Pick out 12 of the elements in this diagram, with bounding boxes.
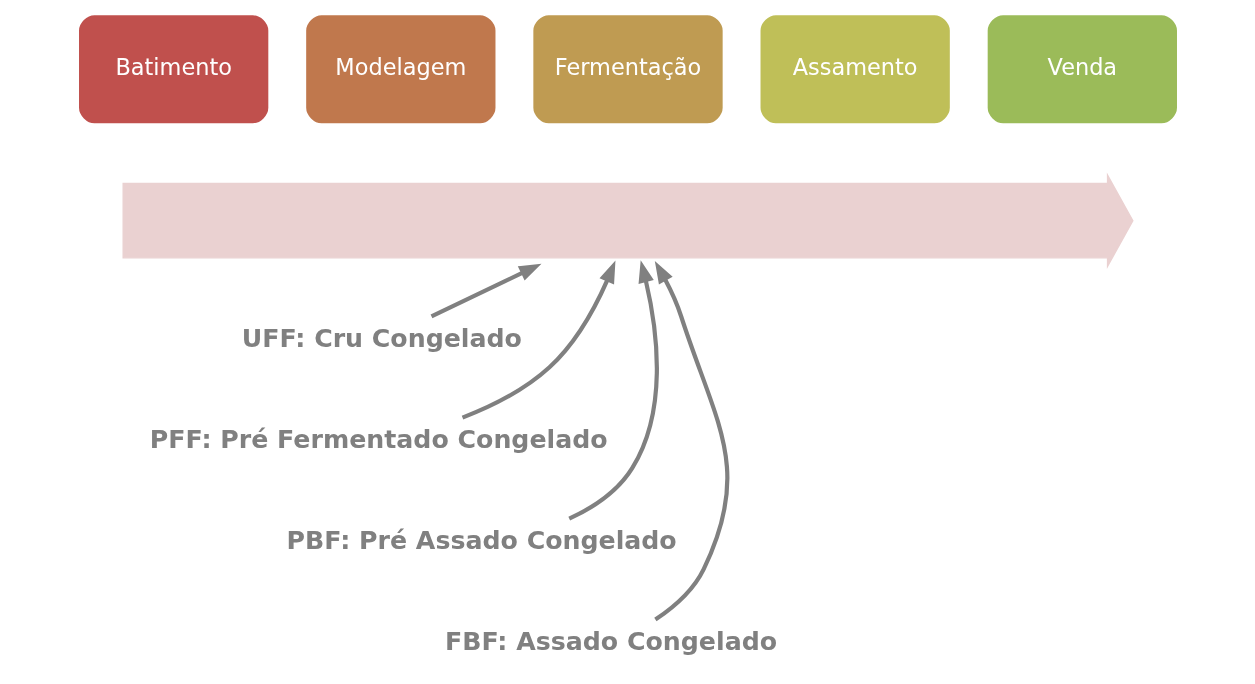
arrow xyxy=(430,263,541,319)
node-box: Assamento xyxy=(757,12,953,127)
arrow xyxy=(567,260,659,521)
node-text: UFF: Cru Congelado xyxy=(241,323,522,353)
arrow xyxy=(653,261,729,622)
arrow xyxy=(461,260,615,420)
node-text: FBF: Assado Congelado xyxy=(444,626,777,656)
node-text: PFF: Pré Fermentado Congelado xyxy=(149,424,608,454)
node-text: PBF: Pré Assado Congelado xyxy=(286,525,677,555)
node-box: Venda xyxy=(984,12,1180,127)
node-box: Fermentação xyxy=(530,12,725,127)
node-arrow xyxy=(122,172,1134,269)
